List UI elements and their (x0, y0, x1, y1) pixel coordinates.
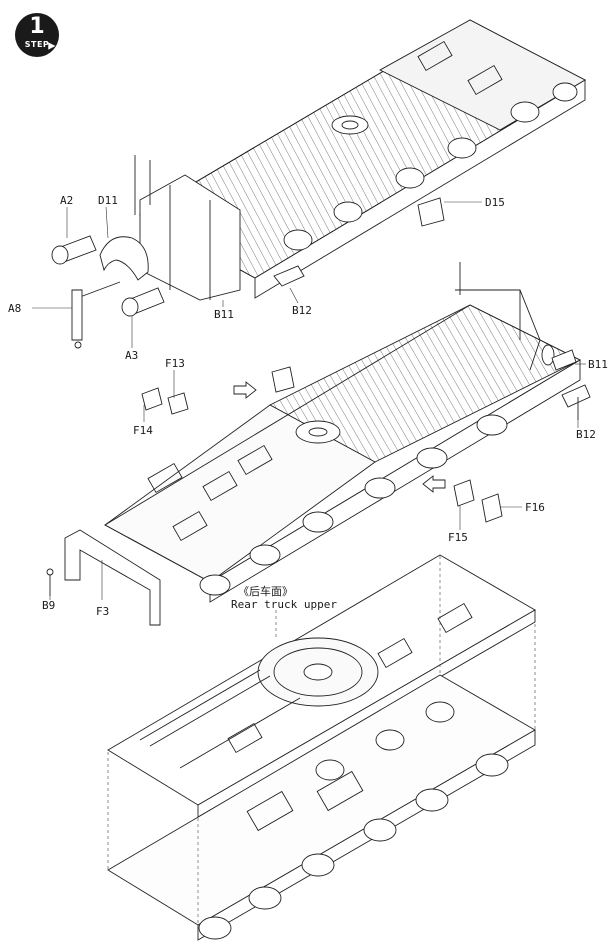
label-b12-mid: B12 (576, 428, 596, 441)
leader-lines-top (32, 201, 482, 348)
label-f15: F15 (448, 531, 468, 544)
label-a3: A3 (125, 349, 139, 362)
part-f13-mount (167, 392, 189, 415)
part-a3-pin (121, 287, 165, 317)
caption-english: Rear truck upper (231, 598, 337, 611)
part-b12-plate-top (273, 265, 305, 287)
alignment-lines (107, 556, 536, 925)
upper-chassis-assembly (134, 19, 586, 301)
label-b9: B9 (42, 599, 56, 612)
step-word: STEP (24, 40, 50, 49)
part-b12-plate-mid (561, 384, 591, 420)
label-b12-top: B12 (292, 304, 312, 317)
label-a2: A2 (60, 194, 74, 207)
rear-truck-upper-deck (107, 554, 536, 818)
step-badge: 1 STEP (14, 12, 60, 58)
part-f15-mount (453, 479, 475, 507)
part-d11-coupler (99, 236, 149, 281)
label-b11-mid: B11 (588, 358, 608, 371)
part-b11-pin-mid (551, 349, 577, 371)
part-f14-installed (271, 366, 295, 393)
label-f3: F3 (96, 605, 110, 618)
caption-chinese: 《后车面》 (238, 585, 293, 598)
part-a2-pin (51, 235, 97, 265)
label-a8: A8 (8, 302, 22, 315)
part-d15-bracket (417, 197, 445, 227)
direction-arrows (233, 381, 446, 493)
label-f16: F16 (525, 501, 545, 514)
part-f16-mount (481, 493, 503, 523)
label-f13: F13 (165, 357, 185, 370)
rear-truck-lower-chassis (107, 674, 536, 941)
leader-lines-middle (49, 363, 586, 600)
step-number: 1 (29, 14, 45, 39)
middle-chassis-assembly (64, 262, 582, 626)
part-f14-mount (141, 387, 163, 411)
label-b11-top: B11 (214, 308, 234, 321)
label-d15: D15 (485, 196, 505, 209)
step-badge-background (15, 13, 59, 57)
label-f14: F14 (133, 424, 153, 437)
part-b9-clip (46, 568, 54, 596)
label-d11: D11 (98, 194, 118, 207)
part-a8-arm (71, 281, 121, 349)
